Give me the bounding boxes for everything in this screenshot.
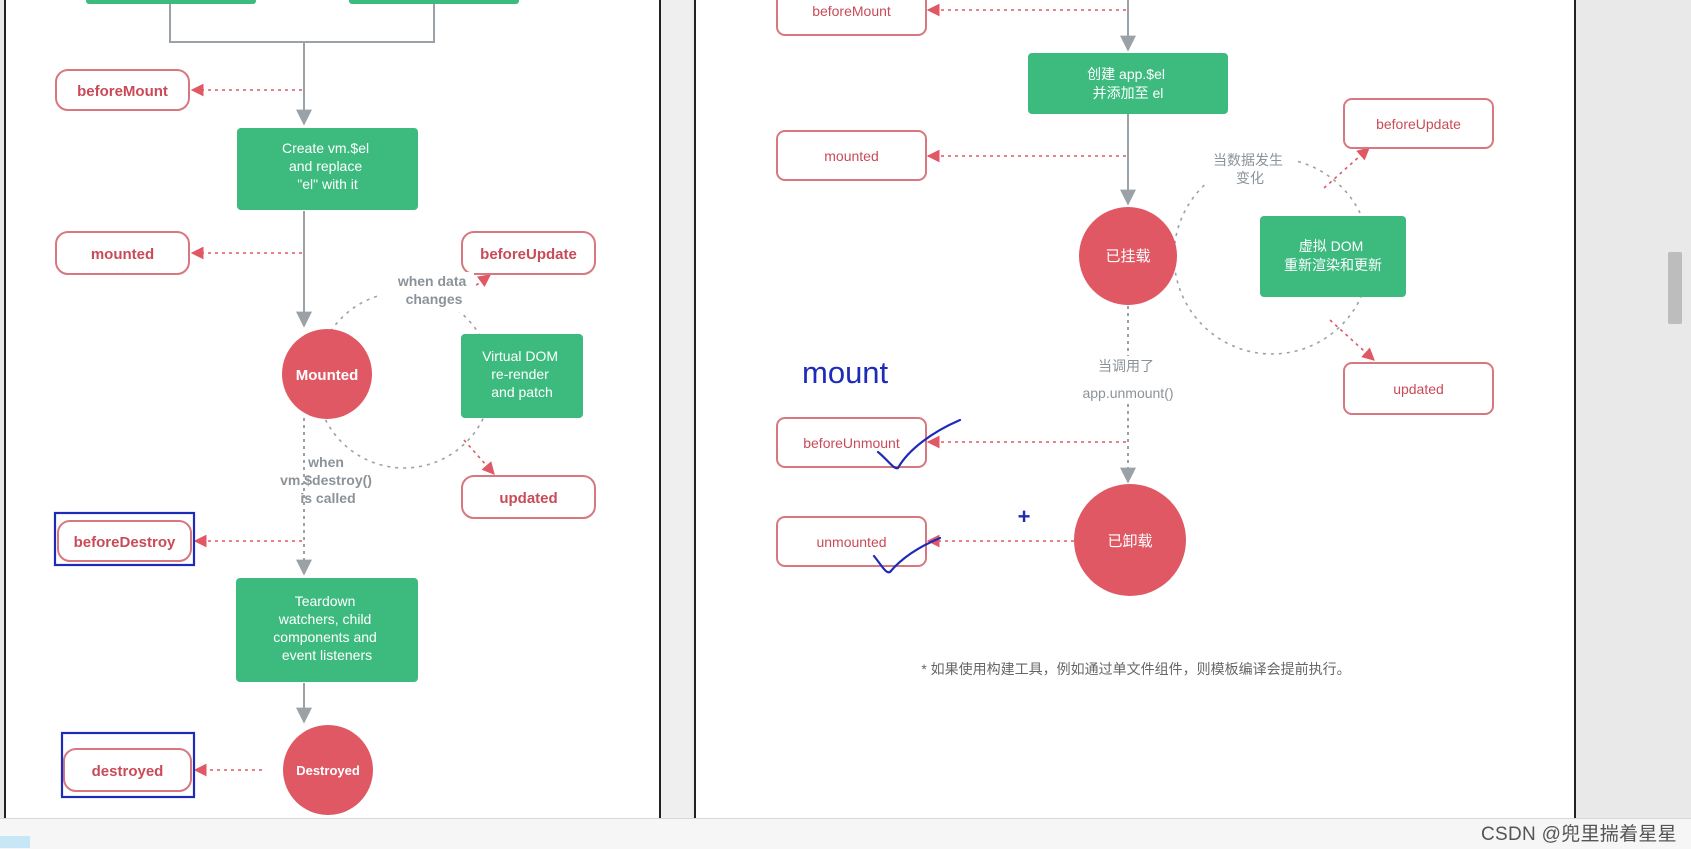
hook-beforeupdate-box	[1343, 98, 1494, 149]
handwritten-mount-label: mount	[802, 355, 889, 390]
checkmark-beforeunmount	[876, 418, 962, 470]
vue2-lifecycle-diagram: beforeMount mounted beforeUpdate updated…	[53, 0, 596, 815]
hook-mounted-label: mounted	[824, 148, 878, 164]
note-bg	[378, 272, 474, 312]
hook-beforeunmount-box	[776, 417, 927, 468]
virtual-dom-text: Virtual DOM re-render and patch	[482, 348, 562, 400]
vue2-lifecycle-page: beforeMount mounted beforeUpdate updated…	[4, 0, 661, 848]
checkmark-unmounted	[872, 536, 942, 574]
mounted-state-circle	[1079, 207, 1177, 305]
hook-beforemount-label: beforeMount	[812, 3, 891, 19]
note-bg-2	[1076, 356, 1180, 402]
note-bg	[1206, 148, 1296, 190]
create-el-box	[237, 128, 418, 210]
virtual-dom-box	[461, 334, 583, 418]
hook-destroyed-box	[63, 748, 192, 792]
hook-beforeunmount-label: beforeUnmount	[803, 435, 900, 451]
hook-updated-label: updated	[1393, 381, 1444, 397]
mounted-state-label: Mounted	[296, 367, 358, 384]
vue3-lifecycle-page: beforeMount mounted beforeUpdate updated…	[694, 0, 1576, 848]
destroyed-state-label: Destroyed	[296, 763, 360, 778]
create-el-text: Create vm.$el and replace "el" with it	[282, 140, 373, 192]
corner-mark	[0, 836, 30, 848]
hook-beforedestroy-label: beforeDestroy	[74, 534, 176, 551]
hook-beforedestroy-box	[57, 520, 192, 562]
note-destroy-called: when vm.$destroy() is called	[280, 454, 376, 506]
unmounted-state-circle	[1074, 484, 1186, 596]
note-data-changes: when data changes	[397, 273, 470, 307]
hook-updated-box	[461, 475, 596, 519]
handwritten-plus: +	[1018, 504, 1031, 529]
note-data-changes: 当数据发生 变化	[1213, 152, 1287, 186]
bottom-bar	[0, 818, 1691, 849]
highlight-destroyed	[60, 731, 196, 799]
note-unmount-called: 当调用了 app.unmount()	[1082, 358, 1173, 401]
hook-mounted-box	[776, 130, 927, 181]
hook-unmounted-label: unmounted	[816, 534, 886, 550]
hook-beforeupdate-box	[461, 231, 596, 275]
vue3-lifecycle-diagram: beforeMount mounted beforeUpdate updated…	[776, 0, 1494, 677]
scrollbar-thumb[interactable]	[1668, 252, 1682, 324]
connector-updated	[463, 439, 495, 475]
connector-updated	[1329, 319, 1375, 361]
teardown-text: Teardown watchers, child components and …	[273, 593, 380, 663]
destroyed-state-circle	[283, 725, 373, 815]
teardown-box	[236, 578, 418, 682]
virtual-dom-box	[1260, 216, 1406, 297]
unmounted-state-label: 已卸载	[1107, 533, 1152, 550]
hook-mounted-label: mounted	[91, 246, 154, 263]
top-green-box-left	[86, 0, 256, 4]
hook-beforemount-box	[776, 0, 927, 36]
highlight-beforedestroy	[53, 511, 196, 567]
mounted-state-circle	[282, 329, 372, 419]
top-merge-line	[169, 4, 435, 43]
hook-mounted-box	[55, 231, 190, 275]
virtual-dom-text: 虚拟 DOM 重新渲染和更新	[1284, 238, 1382, 273]
hook-beforemount-box	[55, 69, 190, 111]
hook-destroyed-label: destroyed	[92, 763, 164, 780]
hook-beforeupdate-label: beforeUpdate	[480, 246, 577, 263]
top-green-box-right	[349, 0, 519, 4]
page-gap	[661, 0, 692, 848]
footnote: * 如果使用构建工具，例如通过单文件组件，则模板编译会提前执行。	[921, 661, 1350, 677]
create-el-text: 创建 app.$el 并添加至 el	[1087, 66, 1169, 101]
csdn-watermark: CSDN @兜里揣着星星	[1480, 824, 1677, 845]
hook-beforeupdate-label: beforeUpdate	[1376, 116, 1461, 132]
hook-beforemount-label: beforeMount	[77, 83, 168, 100]
connector-beforeupdate	[1323, 147, 1370, 189]
hook-updated-label: updated	[499, 490, 557, 507]
mounted-state-label: 已挂载	[1105, 248, 1150, 265]
hook-unmounted-box	[776, 516, 927, 567]
create-el-box	[1028, 53, 1228, 114]
hook-updated-box	[1343, 362, 1494, 415]
